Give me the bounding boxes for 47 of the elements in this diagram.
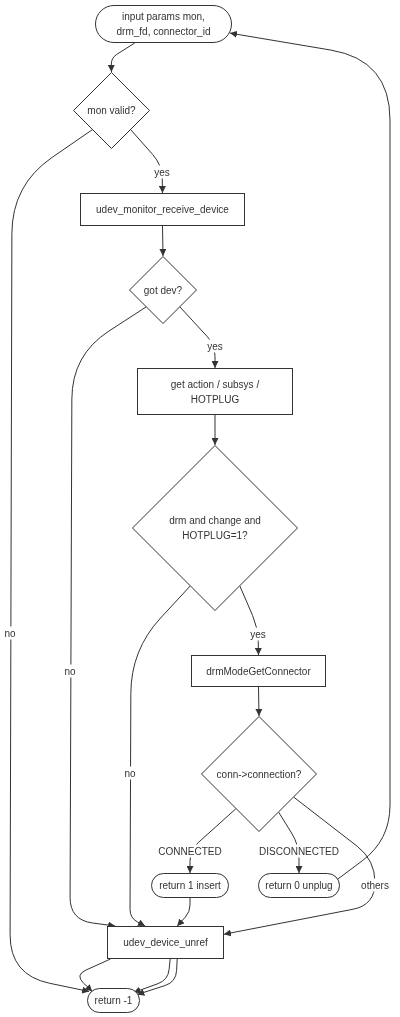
arrow	[79, 958, 111, 992]
process-box	[191, 655, 326, 687]
arrow	[176, 897, 191, 927]
node-label: udev_monitor_receive_device	[96, 203, 229, 217]
terminal-stadium	[87, 988, 140, 1013]
edge-label: yes	[152, 165, 172, 179]
decision-diamond	[201, 716, 317, 832]
edge-label: yes	[205, 339, 225, 353]
arrow	[239, 585, 262, 656]
node-label: drm and change and HOTPLUG=1?	[168, 514, 262, 543]
edge-label: yes	[248, 627, 268, 641]
edge-label: no	[62, 664, 78, 678]
process-box	[80, 193, 245, 226]
arrow	[255, 686, 263, 717]
node-label: return -1	[94, 994, 133, 1008]
edge-label: others	[359, 878, 391, 892]
terminal-stadium	[258, 873, 340, 898]
terminal-stadium	[95, 5, 232, 43]
arrow	[133, 958, 171, 994]
edge-label: DISCONNECTED	[257, 844, 341, 858]
arrow	[179, 306, 219, 369]
node-label: udev_device_unref	[123, 936, 208, 950]
node-label: conn->connection?	[216, 767, 302, 782]
arrow	[9, 129, 93, 994]
decision-diamond	[73, 72, 150, 149]
arrow	[107, 42, 136, 73]
edge-label: CONNECTED	[156, 844, 224, 858]
node-label: got dev?	[143, 283, 183, 298]
node-label: drmModeGetConnector	[206, 664, 311, 679]
edge-label: no	[122, 766, 138, 780]
terminal-stadium	[151, 873, 229, 898]
arrow	[129, 585, 191, 927]
process-box	[107, 926, 224, 959]
node-label: return 1 insert	[159, 879, 221, 893]
process-box	[137, 368, 293, 415]
arrow	[211, 414, 219, 446]
arrow	[130, 129, 166, 194]
node-label: input params mon, drm_fd, connector_id	[115, 10, 212, 39]
decision-diamond	[129, 256, 197, 324]
node-label: mon valid?	[87, 104, 136, 118]
node-label: get action / subsys / HOTPLUG	[169, 377, 261, 407]
arrow	[69, 306, 147, 929]
decision-diamond	[132, 445, 298, 611]
arrow	[223, 796, 376, 937]
arrow	[159, 225, 167, 257]
edge-label: no	[2, 626, 18, 640]
node-label: return 0 unplug	[265, 879, 333, 893]
